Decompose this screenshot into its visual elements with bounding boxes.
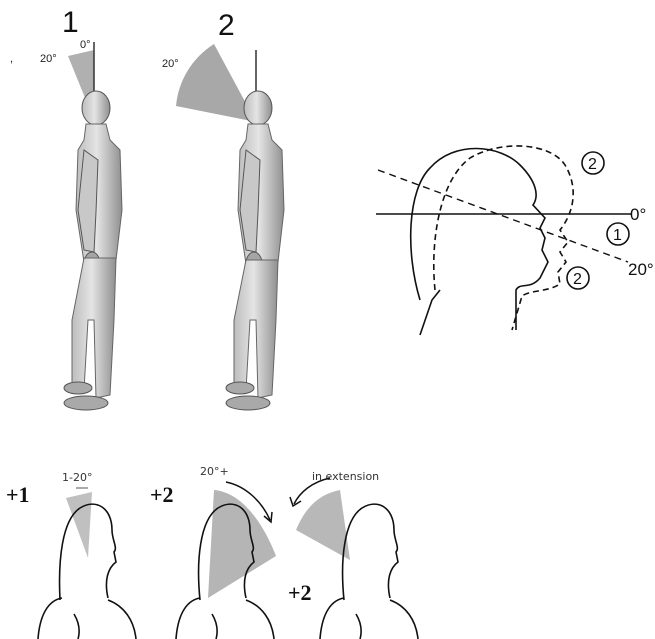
neck-sketch-1: +1 1-20° <box>6 471 136 639</box>
neck-sketch-3: in extension +2 <box>288 470 418 639</box>
inclined-line-20-deg <box>378 170 628 262</box>
arm-line-sketch-3 <box>356 614 361 639</box>
head-profile-sketch-3 <box>343 504 398 600</box>
score-plus-1: +1 <box>6 482 30 507</box>
label-2: 2 <box>218 9 235 42</box>
label-1: 1 <box>62 6 79 39</box>
flexion-sector-sketch-2 <box>208 490 276 598</box>
legs-2 <box>234 260 278 398</box>
shoulder-front-sketch-1 <box>108 600 136 639</box>
stray-dot: , <box>10 53 13 65</box>
range-1-20: 1-20° <box>62 471 92 484</box>
shoulder-front-sketch-3 <box>390 600 418 639</box>
extension-label: in extension <box>312 470 379 483</box>
neck-back-line <box>420 290 440 335</box>
extension-sector-sketch-3 <box>296 490 350 560</box>
mannequin-figure-1: 1 0° 20° , <box>10 6 122 410</box>
head-2 <box>244 91 272 125</box>
flexion-sector-sketch-1 <box>66 492 92 558</box>
shoulder-back-sketch-3 <box>320 598 344 639</box>
circle-label-mid: 1 <box>613 227 622 244</box>
range-20-plus: 20°+ <box>200 465 229 478</box>
angle-label-20: 20° <box>628 260 654 279</box>
shoulder-front-sketch-2 <box>246 600 274 639</box>
shoulder-back-sketch-2 <box>176 598 200 639</box>
head-1 <box>82 91 110 125</box>
circle-label-bottom: 2 <box>573 271 582 288</box>
angle-20-label-1: 20° <box>40 53 57 65</box>
circle-label-top: 2 <box>588 156 597 173</box>
foot-1a <box>64 382 92 394</box>
arm-line-sketch-1 <box>74 614 79 639</box>
foot-2a <box>226 382 254 394</box>
angle-label-0: 0° <box>630 205 646 224</box>
score-plus-2: +2 <box>150 482 174 507</box>
angle-0-label: 0° <box>80 39 91 51</box>
head-angle-diagram <box>376 146 632 335</box>
score-plus-2-extension: +2 <box>288 580 312 605</box>
foot-1b <box>64 396 108 410</box>
shoulder-back-sketch-1 <box>38 598 62 639</box>
mannequin-figure-2: 2 20° <box>162 9 284 410</box>
angle-20-label-2: 20° <box>162 58 179 70</box>
arm-line-sketch-2 <box>212 614 217 639</box>
legs-1 <box>72 258 116 398</box>
neck-sketch-2: +2 20°+ <box>150 465 276 639</box>
foot-2b <box>226 396 270 410</box>
head-outline-flexed <box>434 146 573 330</box>
